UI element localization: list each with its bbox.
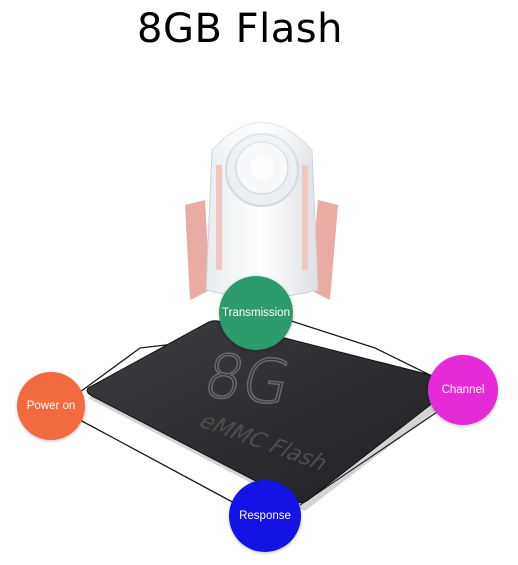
node-power-on-label: Power on: [26, 400, 76, 412]
node-channel-label: Channel: [441, 384, 485, 396]
page-title: 8GB Flash: [137, 6, 343, 52]
node-transmission: Transmission: [219, 276, 293, 350]
node-response-label: Response: [239, 510, 291, 522]
emmc-chip: [86, 320, 455, 511]
node-response: Response: [229, 480, 301, 552]
node-power-on: Power on: [17, 372, 85, 440]
rocket-icon: [150, 80, 370, 300]
node-transmission-label: Transmission: [222, 307, 290, 319]
node-channel: Channel: [428, 355, 498, 425]
